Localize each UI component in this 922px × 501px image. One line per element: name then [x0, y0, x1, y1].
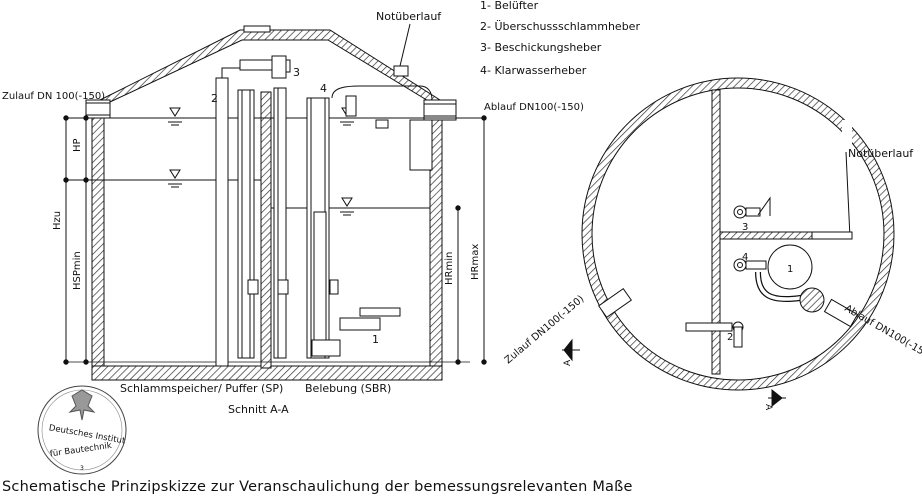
- eagle-icon: [68, 389, 96, 421]
- legend-item-1: 1- Belüfter: [480, 0, 539, 12]
- plan-label-3: 3: [742, 222, 748, 233]
- outlet-pipe: [423, 99, 457, 121]
- dimension-lines: [63, 115, 487, 365]
- caption: Schematische Prinzipskizze zur Veranscha…: [2, 479, 633, 495]
- label-3: 3: [293, 66, 300, 79]
- plan-overflow-label: Notüberlauf: [848, 147, 914, 160]
- plan-overflow-pipe: [811, 231, 853, 240]
- section-labels: Notüberlauf Zulauf DN 100(-150) Ablauf D…: [2, 10, 584, 416]
- sludge-lifter-pipes: [215, 55, 291, 367]
- section-view: [63, 25, 487, 381]
- outlet-label: Ablauf DN100(-150): [484, 102, 584, 113]
- seal-mark: 3: [80, 465, 84, 472]
- plan-label-4: 4: [742, 252, 748, 263]
- plan-aerator: [767, 244, 813, 290]
- seal-line-2: für Bautechnik: [49, 441, 112, 460]
- overflow-label: Notüberlauf: [376, 10, 442, 23]
- dim-hrmin: HRmin: [444, 252, 455, 285]
- chamber-right-label: Belebung (SBR): [305, 382, 391, 395]
- plan-inlet-label: Zulauf DN100(-150): [503, 294, 587, 367]
- plan-marker-a1: A: [563, 359, 573, 366]
- dim-hrmax: HRmax: [470, 244, 481, 280]
- legend-item-3: 3- Beschickungsheber: [480, 41, 602, 54]
- section-title: Schnitt A-A: [228, 403, 289, 416]
- dibt-seal: Deutsches Institut für Bautechnik 3: [37, 385, 127, 475]
- label-2: 2: [211, 92, 218, 105]
- label-1: 1: [372, 333, 379, 346]
- seal-line-1: Deutsches Institut: [48, 423, 127, 446]
- inlet-label: Zulauf DN 100(-150): [2, 91, 105, 102]
- sbr-pipes: [306, 85, 433, 359]
- plan-marker-a2: A: [763, 404, 773, 411]
- label-4: 4: [320, 82, 327, 95]
- legend: 1- Belüfter 2- Überschussschlammheber 3-…: [480, 0, 640, 77]
- dim-hzu: Hzu: [52, 211, 63, 230]
- dim-hp: HP: [72, 138, 83, 152]
- roof-hatch: [243, 25, 271, 33]
- legend-item-2: 2- Überschussschlammheber: [480, 20, 640, 33]
- legend-item-4: 4- Klarwasserheber: [480, 64, 587, 77]
- chamber-left-label: Schlammspeicher/ Puffer (SP): [120, 382, 283, 395]
- plan-view: A A 1 2 3 4 Notüberlauf Zulauf DN100(-15…: [503, 77, 922, 411]
- plan-label-2: 2: [727, 332, 733, 343]
- tank-wall-left: [91, 99, 105, 381]
- partition-wall: [260, 91, 272, 369]
- section-arrow-icon: [562, 338, 786, 408]
- dim-hspmin: HSPmin: [72, 251, 83, 290]
- plan-label-1: 1: [787, 264, 793, 275]
